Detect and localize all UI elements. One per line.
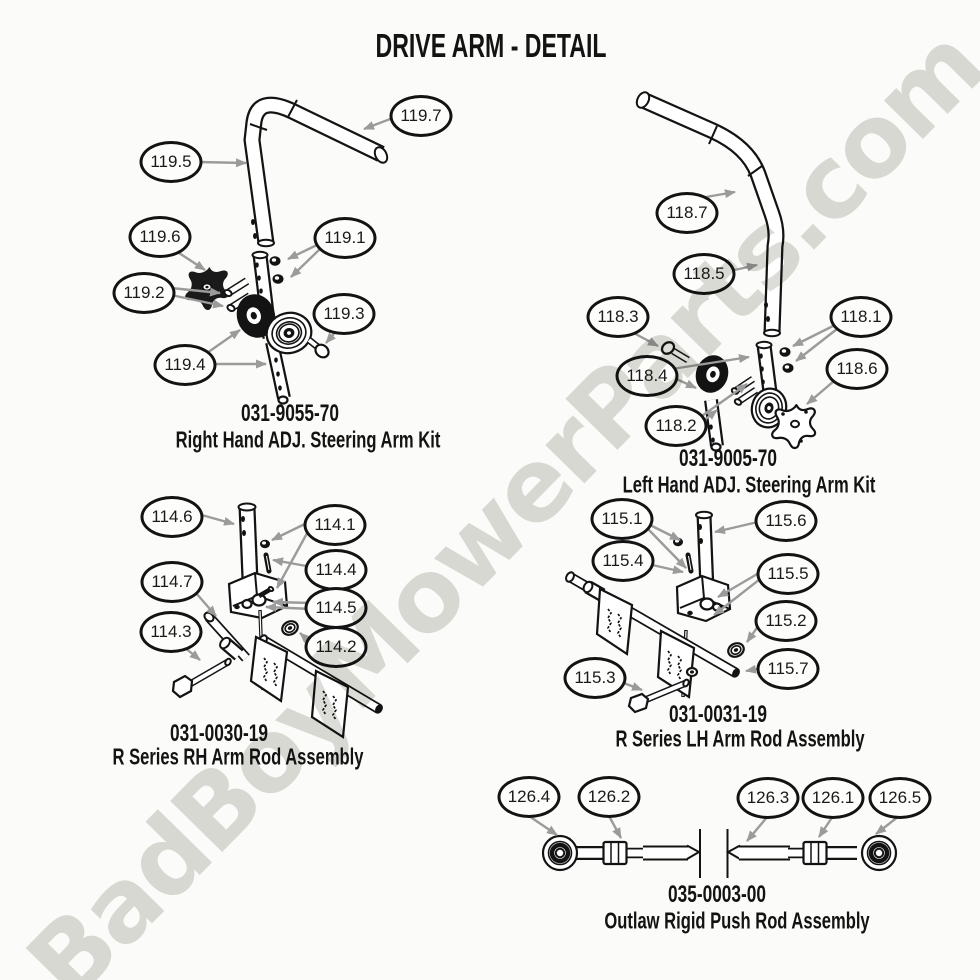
callout-118-3: 118.3 [586, 296, 650, 338]
callout-126-2: 126.2 [577, 776, 641, 818]
rod-end-left [541, 834, 579, 872]
callout-118-2: 118.2 [644, 405, 708, 447]
part-name-lh-steering: Left Hand ADJ. Steering Arm Kit [622, 471, 876, 498]
callout-114-4: 114.4 [304, 549, 368, 591]
callout-114-3: 114.3 [139, 611, 203, 653]
part-number-rh-arm-rod: 031-0030-19 [169, 720, 269, 747]
callout-126-5: 126.5 [868, 777, 932, 819]
callout-126-1: 126.1 [801, 777, 865, 819]
rod-end-right [860, 834, 898, 872]
light-pulley [265, 311, 313, 355]
page-title: DRIVE ARM - DETAIL [375, 27, 607, 64]
callout-115-7: 115.7 [756, 648, 820, 690]
callout-119-3: 119.3 [312, 293, 376, 335]
dark-pulley [236, 294, 276, 338]
part-number-rh-steering: 031-9055-70 [240, 400, 340, 427]
rh-steering-arm-drawing [185, 96, 389, 405]
callout-118-5: 118.5 [672, 253, 736, 295]
part-number-lh-steering: 031-9005-70 [678, 445, 778, 472]
callout-119-6: 119.6 [128, 216, 192, 258]
callout-126-3: 126.3 [736, 777, 800, 819]
flange-nut [779, 347, 794, 373]
callout-114-7: 114.7 [140, 561, 204, 603]
part-number-push-rod: 035-0003-00 [667, 881, 767, 908]
callout-118-4: 118.4 [615, 355, 679, 397]
hex-bolt [627, 678, 690, 714]
lh-arm-rod-drawing [565, 510, 745, 714]
callout-114-6: 114.6 [140, 496, 204, 538]
callout-114-1: 114.1 [303, 504, 367, 546]
handle-grip-end [373, 146, 389, 164]
lh-steering-arm-drawing [635, 91, 817, 452]
callout-118-7: 118.7 [655, 192, 719, 234]
callout-115-1: 115.1 [590, 498, 654, 540]
flange-nut [269, 256, 284, 284]
part-name-push-rod: Outlaw Rigid Push Rod Assembly [604, 907, 870, 934]
callout-119-5: 119.5 [139, 141, 203, 183]
hex-bolt [660, 341, 690, 364]
star-knob [771, 404, 817, 450]
callout-115-6: 115.6 [754, 500, 818, 542]
callout-119-4: 119.4 [153, 344, 217, 386]
callout-114-5: 114.5 [304, 587, 368, 629]
part-name-lh-arm-rod: R Series LH Arm Rod Assembly [615, 725, 865, 752]
callout-119-7: 119.7 [389, 95, 453, 137]
part-name-rh-arm-rod: R Series RH Arm Rod Assembly [112, 743, 364, 770]
callout-126-4: 126.4 [497, 776, 561, 818]
washer [727, 642, 745, 658]
washer [281, 620, 299, 636]
carriage-bolt [306, 337, 330, 359]
callout-115-5: 115.5 [756, 553, 820, 595]
callout-118-6: 118.6 [825, 348, 889, 390]
push-rod-drawing [541, 829, 898, 878]
callout-115-3: 115.3 [563, 657, 627, 699]
hex-bolt [171, 657, 232, 699]
callout-119-1: 119.1 [313, 217, 377, 259]
part-name-rh-steering: Right Hand ADJ. Steering Arm Kit [175, 426, 441, 453]
dark-pulley [695, 355, 729, 393]
callout-118-1: 118.1 [829, 296, 893, 338]
callout-115-2: 115.2 [754, 600, 818, 642]
callout-114-2: 114.2 [304, 626, 368, 668]
callout-119-2: 119.2 [112, 272, 176, 314]
part-number-lh-arm-rod: 031-0031-19 [668, 701, 768, 728]
callout-115-4: 115.4 [591, 540, 655, 582]
